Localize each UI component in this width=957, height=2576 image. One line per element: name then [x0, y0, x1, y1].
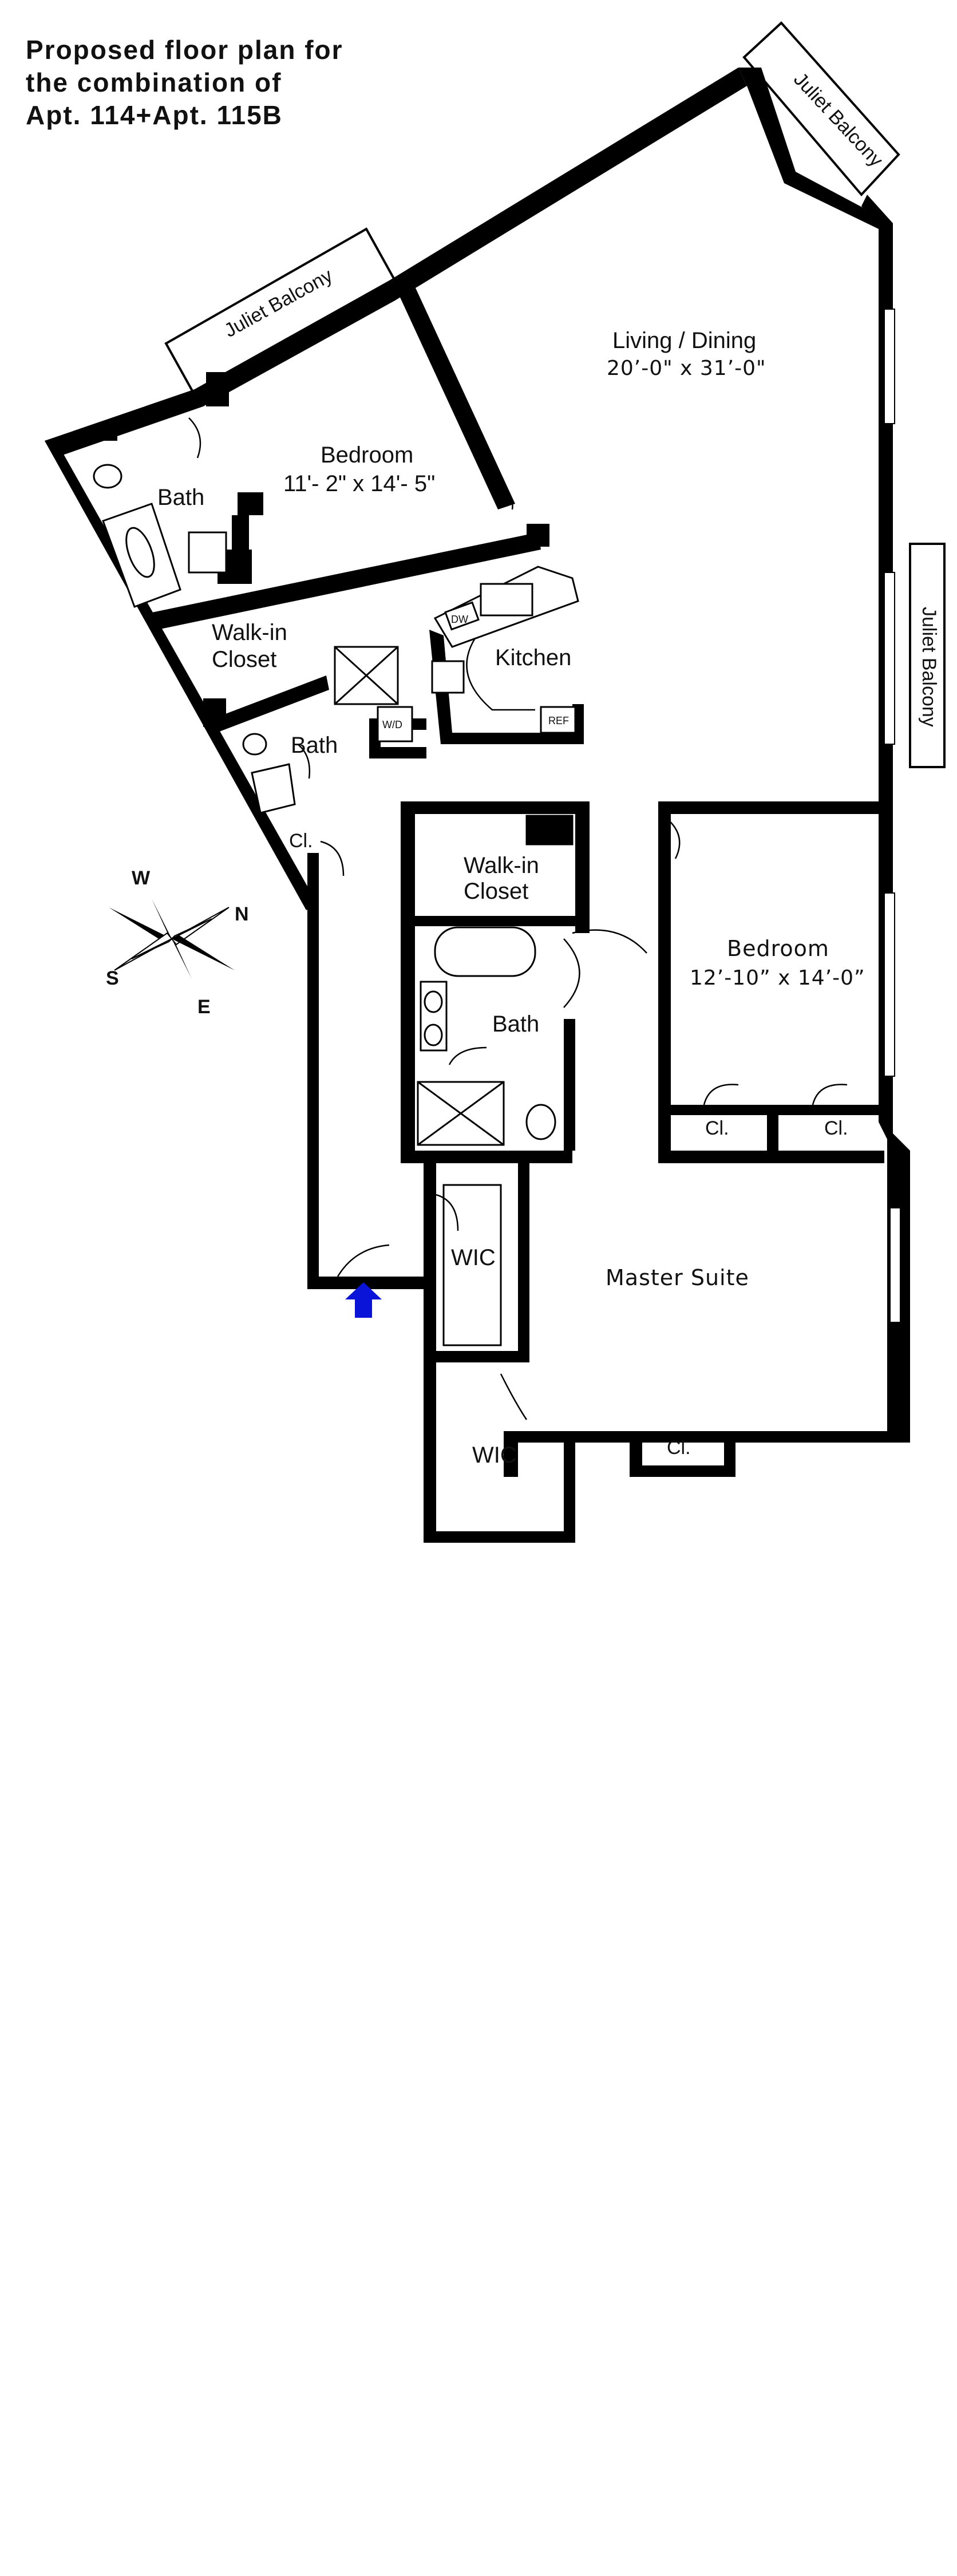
- bath3-fixtures: [417, 926, 556, 1146]
- room-labels: Living / Dining 20’-0" x 31’-0" Bedroom …: [157, 328, 865, 1468]
- central-block-walls: [401, 801, 590, 1163]
- windows: [884, 309, 901, 1323]
- living-dining-label: Living / Dining: [612, 328, 756, 353]
- balcony-label-e: Juliet Balcony: [918, 607, 940, 727]
- bedroom2-label: Bedroom: [727, 936, 829, 961]
- bath1-label: Bath: [157, 485, 204, 510]
- entry-arrow-icon: [345, 1282, 382, 1318]
- ref-label: REF: [548, 715, 569, 726]
- compass-n: N: [235, 903, 249, 925]
- plan-title: Proposed floor plan for the combination …: [26, 35, 343, 130]
- bedroom-wing-walls: [94, 280, 584, 758]
- living-dining-dims: 20’-0" x 31’-0": [607, 357, 766, 380]
- bath2-label: Bath: [291, 733, 338, 758]
- compass-rose-icon: [109, 899, 235, 979]
- wd-closet: W/D: [334, 646, 413, 742]
- bedroom1-label: Bedroom: [321, 442, 413, 468]
- wic1-label: WIC: [451, 1245, 496, 1270]
- bath1-fixtures: [93, 464, 227, 608]
- walkin-closet1-line2: Closet: [212, 647, 276, 672]
- dw-label: DW: [451, 614, 468, 625]
- master-suite-label: Master Suite: [606, 1265, 749, 1290]
- bedroom1-dims: 11'- 2" x 14'- 5": [283, 471, 435, 496]
- closet4-label: Cl.: [667, 1437, 691, 1459]
- bath3-label: Bath: [492, 1012, 539, 1037]
- bath2-fixtures: [242, 733, 296, 814]
- title-line-3: Apt. 114+Apt. 115B: [26, 100, 283, 130]
- walkin-closet2-line2: Closet: [464, 879, 528, 904]
- wic1-walls: [332, 1162, 529, 1362]
- walkin-closet2-line1: Walk-in: [464, 853, 539, 878]
- exterior-walls: [45, 68, 910, 1543]
- compass-s: S: [106, 967, 119, 989]
- bedroom2-walls: [658, 801, 884, 1163]
- title-line-1: Proposed floor plan for: [26, 35, 343, 65]
- closet2-label: Cl.: [705, 1117, 729, 1139]
- balcony-e: Juliet Balcony: [909, 543, 946, 768]
- bedroom2-dims: 12’-10” x 14’-0”: [690, 966, 865, 990]
- closet1-label: Cl.: [289, 830, 313, 852]
- compass-w: W: [132, 867, 151, 889]
- wd-label: W/D: [382, 719, 402, 730]
- wic2-label: WIC: [472, 1443, 517, 1468]
- kitchen-fixtures: REF DW: [431, 566, 579, 734]
- compass-e: E: [197, 996, 211, 1018]
- closet3-label: Cl.: [824, 1117, 848, 1139]
- kitchen-label: Kitchen: [495, 645, 571, 670]
- title-line-2: the combination of: [26, 68, 282, 97]
- walkin-closet1-line1: Walk-in: [212, 620, 287, 645]
- door-swings: [188, 417, 848, 1420]
- balcony-label-ne: Juliet Balcony: [789, 69, 887, 171]
